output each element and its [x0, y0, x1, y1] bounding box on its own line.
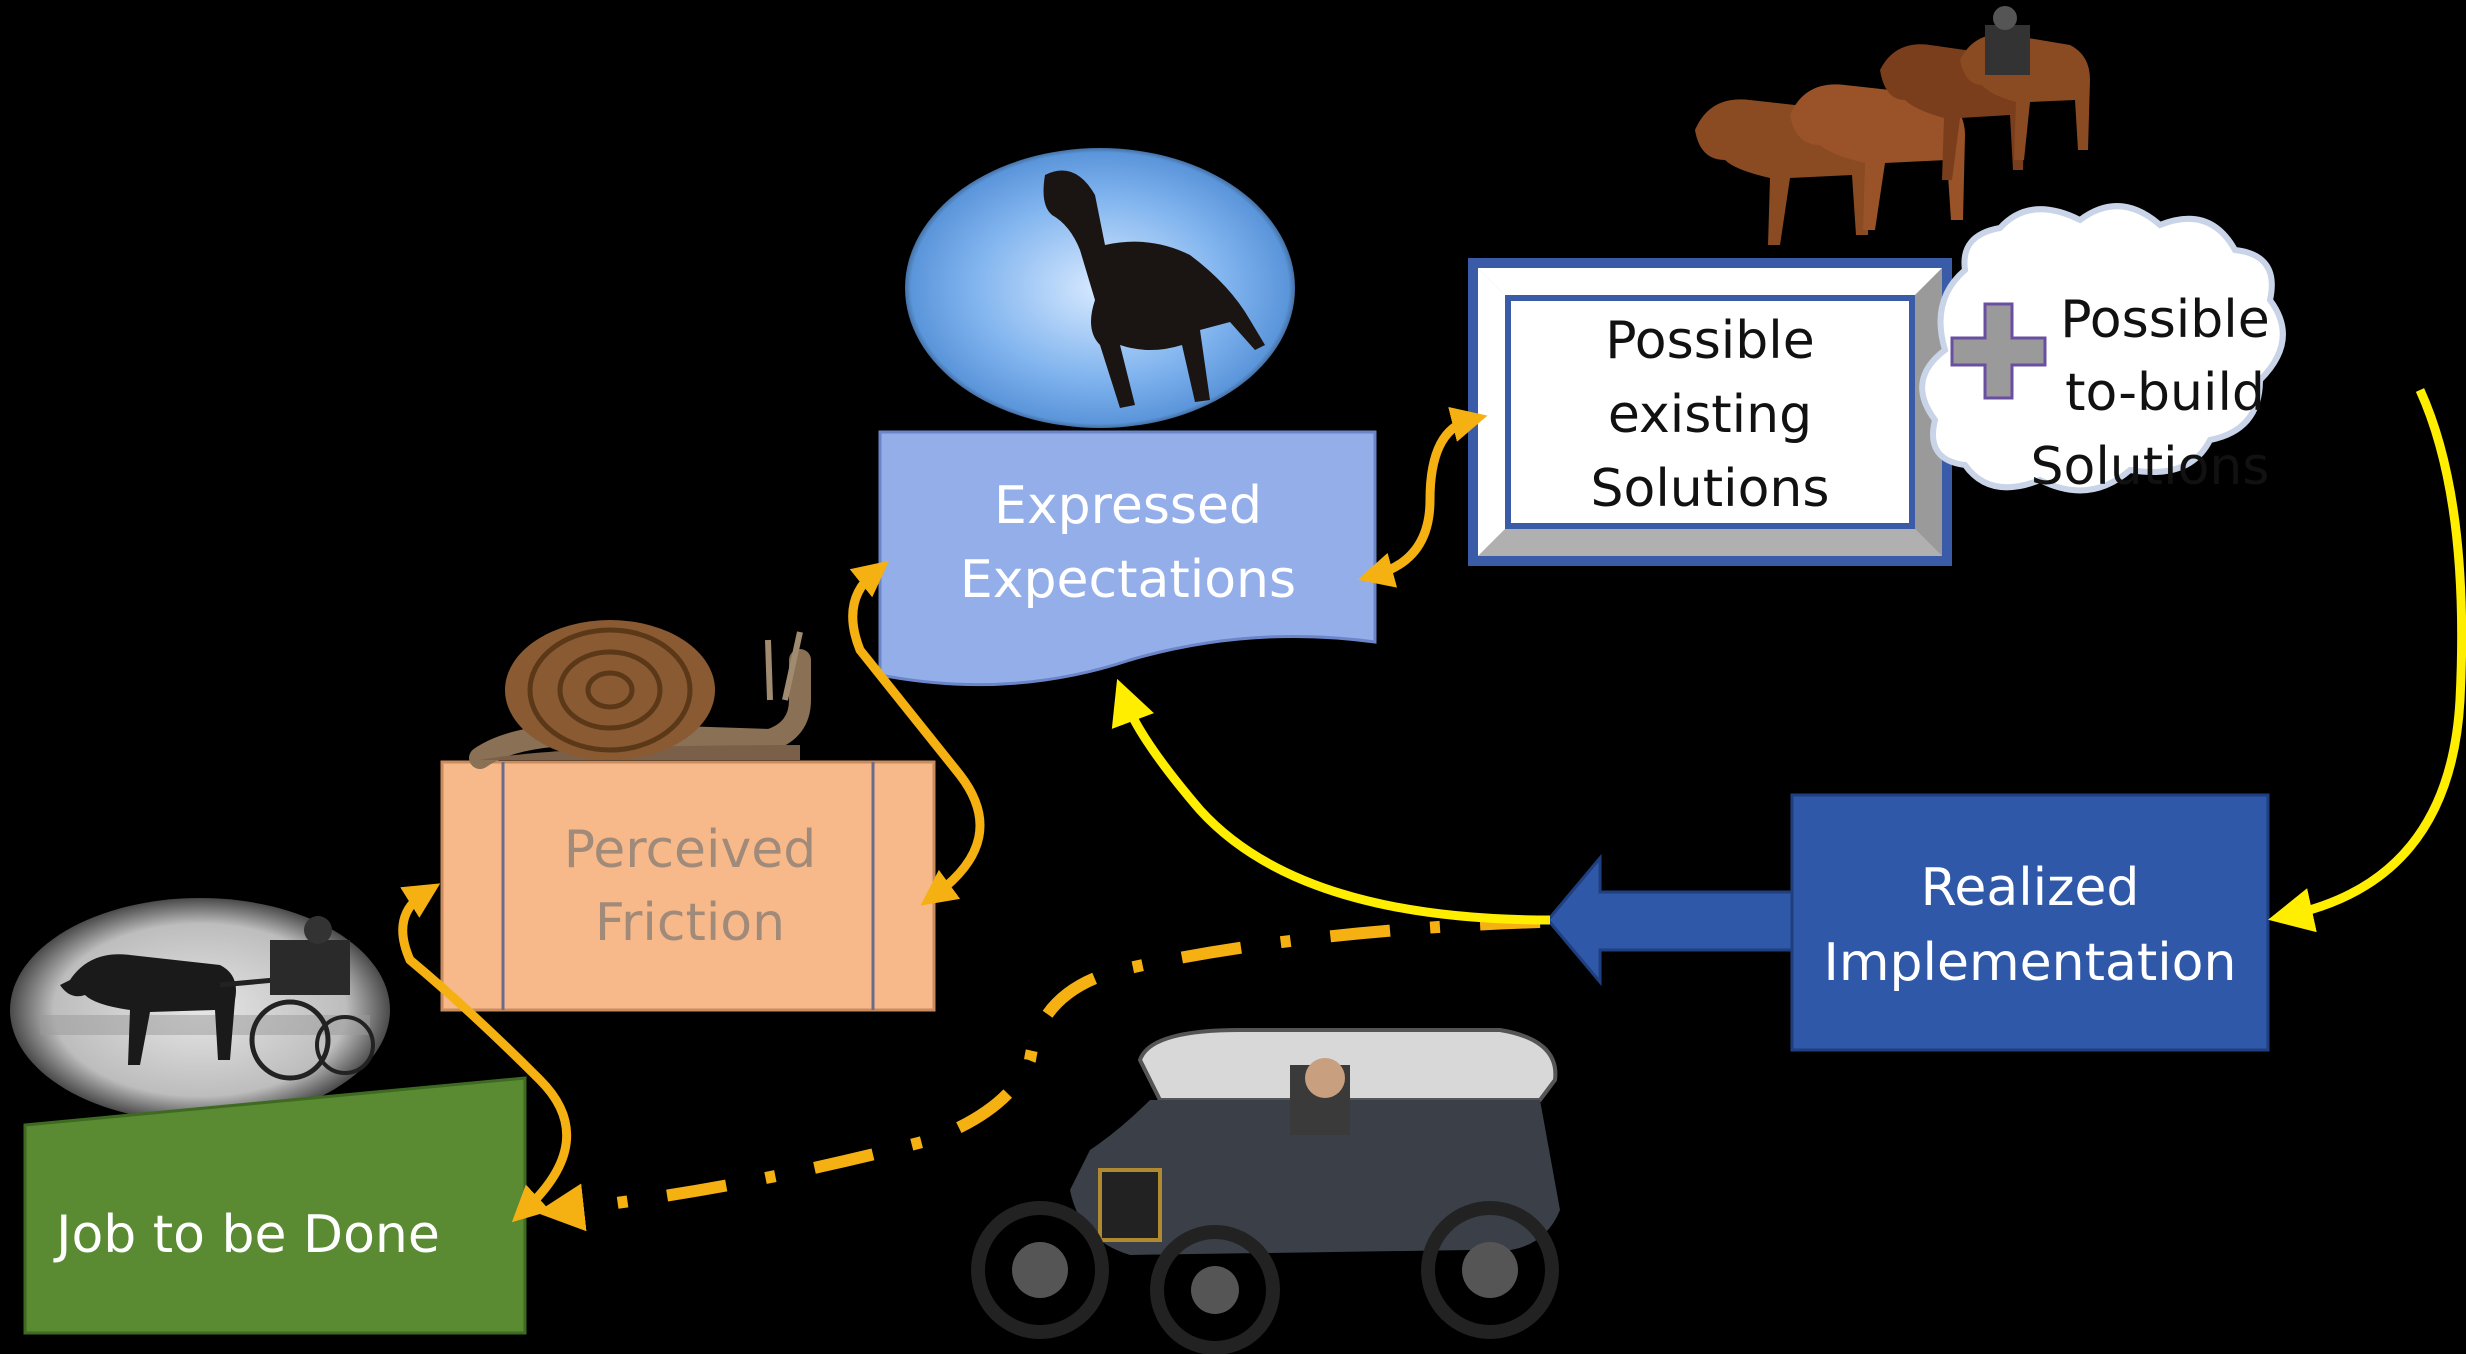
running-horse-icon [905, 148, 1295, 428]
to-build-solutions-label-3: Solutions [2031, 437, 2270, 497]
four-horse-team-icon [1695, 6, 2090, 245]
yellow-loop-arrows [1111, 388, 2466, 933]
existing-solutions-label-1: Possible [1605, 311, 1814, 371]
expressed-expectations-label-1: Expressed [994, 476, 1262, 536]
possible-to-build-solutions-node: Possible to-build Solutions [1919, 203, 2286, 497]
feedback-block-arrow [1546, 853, 1794, 987]
plus-icon [1950, 302, 2047, 400]
dashed-feedback-arrow [536, 916, 1541, 1232]
job-to-be-done-node: Job to be Done [23, 1076, 527, 1335]
snail-icon [469, 620, 811, 769]
to-build-solutions-label-2: to-build [2065, 363, 2265, 423]
perceived-friction-node: Perceived Friction [440, 760, 936, 1012]
realized-implementation-label-1: Realized [1921, 858, 2140, 918]
existing-solutions-label-3: Solutions [1591, 459, 1830, 519]
realized-implementation-node: Realized Implementation [1790, 793, 2270, 1052]
job-to-be-done-label: Job to be Done [53, 1205, 440, 1265]
model-t-car-icon [971, 1028, 1560, 1354]
expressed-expectations-label-2: Expectations [960, 550, 1296, 610]
expressed-expectations-node: Expressed Expectations [878, 430, 1377, 687]
realized-implementation-label-2: Implementation [1824, 933, 2237, 993]
horse-carriage-photo-icon [10, 898, 390, 1122]
to-build-solutions-label-1: Possible [2060, 290, 2269, 350]
perceived-friction-label-1: Perceived [564, 820, 817, 880]
existing-solutions-label-2: existing [1608, 385, 1812, 445]
possible-existing-solutions-node: Possible existing Solutions [1468, 258, 1952, 566]
perceived-friction-label-2: Friction [595, 893, 785, 953]
orange-connector-arrows [398, 406, 1488, 1223]
